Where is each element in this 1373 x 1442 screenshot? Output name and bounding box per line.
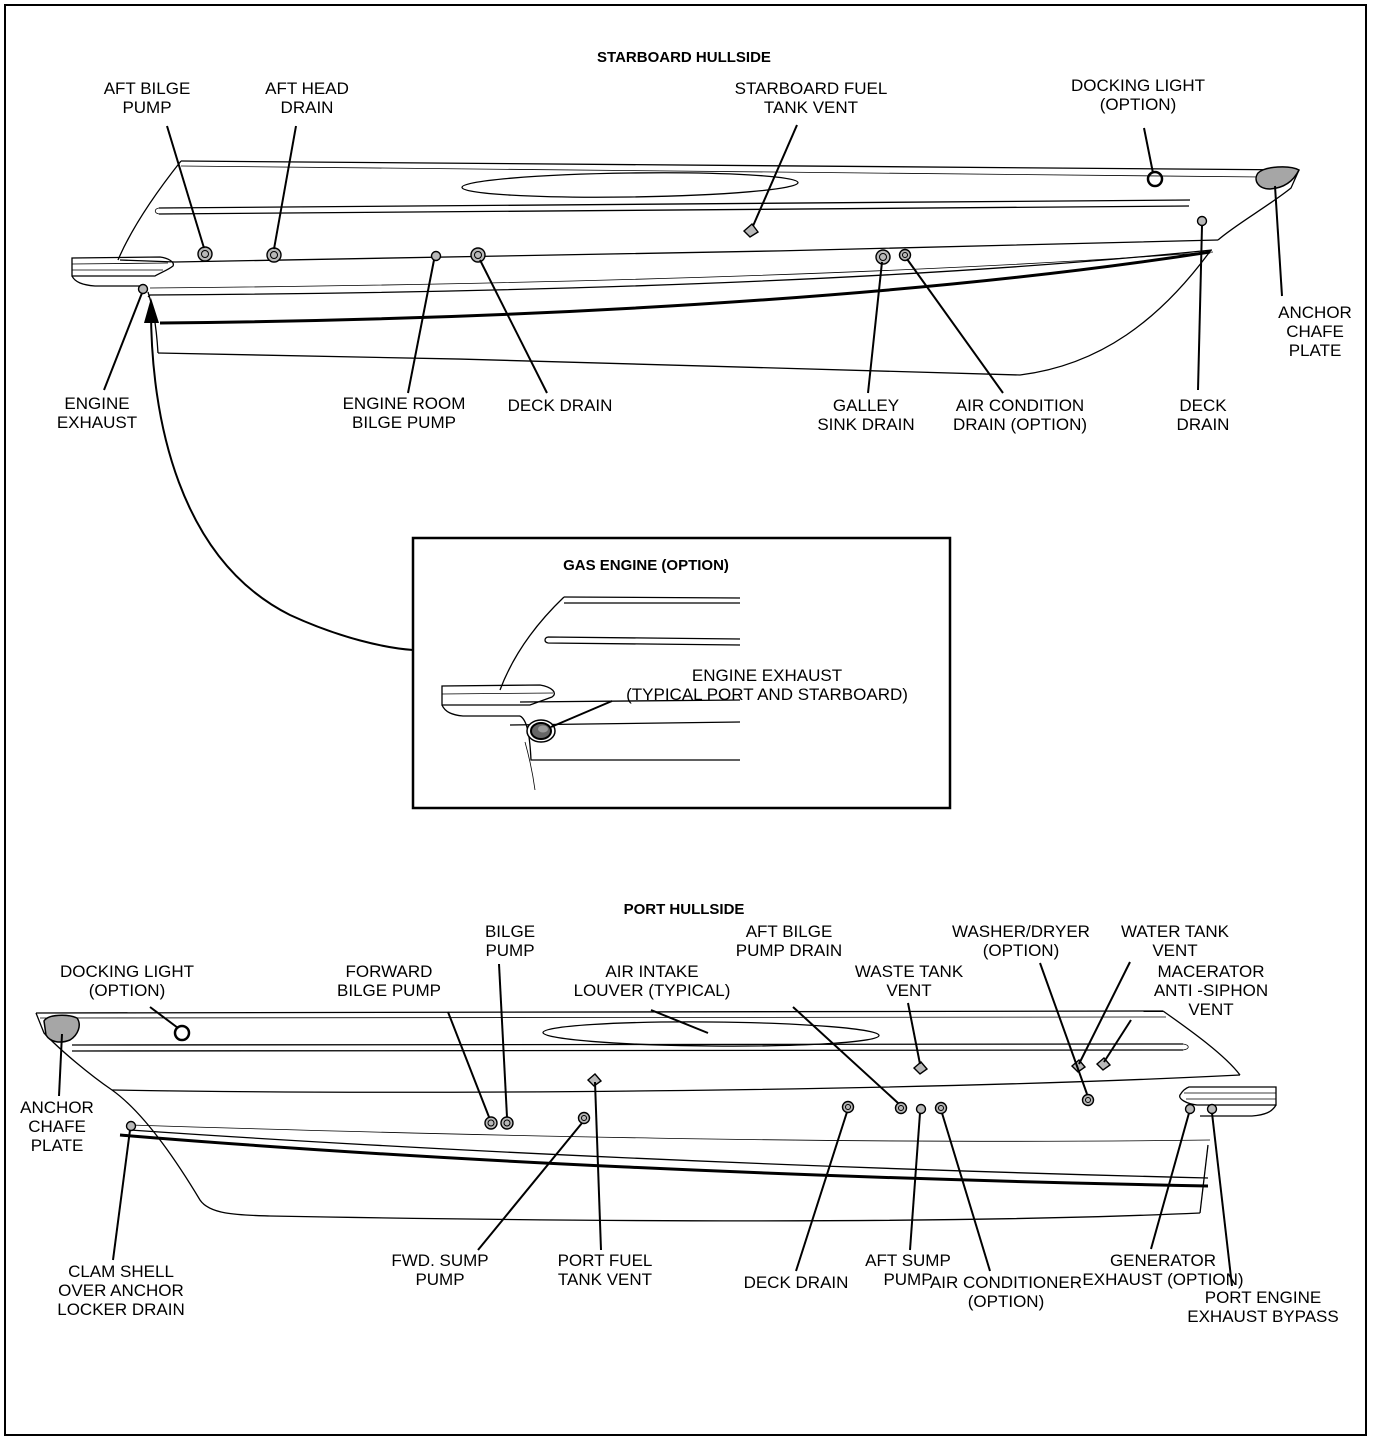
starboard-hull [71,160,1300,376]
port-fittings [43,1014,1218,1132]
starboard-leaders [103,124,1283,394]
port-engine-exhaust-bypass-fitting [1206,1103,1218,1115]
starboard-title: STARBOARD HULLSIDE [597,49,771,66]
connector-arrowhead [144,298,159,323]
deck-drain-port-fitting [841,1100,855,1114]
port-hull [35,1010,1277,1222]
bilge-pump-fitting [500,1116,514,1130]
waste-tank-vent-fitting [912,1061,929,1075]
water-tank-vent-fitting [1070,1059,1087,1073]
port-docking-light-fitting [173,1024,191,1042]
aft-bilge-pump-drain-fitting [894,1101,908,1115]
generator-exhaust-fitting [1184,1103,1196,1115]
starboard-fuel-tank-vent-fitting [742,222,760,238]
macerator-vent-fitting [1095,1057,1112,1071]
starboard-section: STARBOARD HULLSIDE [57,49,1352,434]
engine-exhaust-fitting [137,283,149,295]
label-deck-drain-port: DECK DRAIN [744,1273,849,1292]
starboard-fittings [137,166,1300,295]
inset-engine-exhaust-fitting [526,719,556,743]
port-section: PORT HULLSIDE [20,901,1339,1326]
air-condition-drain-fitting [898,248,912,262]
inset-title: GAS ENGINE (OPTION) [563,557,729,574]
aft-head-drain-fitting [266,247,282,263]
aft-bilge-pump-fitting [197,246,213,262]
label-deck-drain-aft: DECK DRAIN [508,396,613,415]
engine-room-bilge-pump-fitting [430,250,442,262]
port-swim-platform [1179,1086,1277,1117]
docking-light-fitting [1146,170,1164,188]
deck-drain-fwd-fitting [1196,215,1208,227]
port-leaders [58,961,1233,1287]
galley-sink-drain-fitting [875,249,891,265]
washer-dryer-fitting [1081,1093,1095,1107]
clam-shell-drain-fitting [125,1120,137,1132]
aft-sump-pump-fitting [915,1103,927,1115]
fwd-sump-pump-fitting [577,1111,591,1125]
port-anchor-chafe-plate-fitting [43,1014,80,1043]
forward-bilge-pump-fitting [484,1116,498,1130]
label-washer-dryer: WASHER/DRYER(OPTION) [952,922,1090,960]
deck-drain-fitting [470,247,486,263]
inset-leader [550,700,613,728]
label-docking-light-port: DOCKING LIGHT(OPTION) [60,962,194,1000]
label-inset-engine-exhaust: ENGINE EXHAUST(TYPICAL PORT AND STARBOAR… [626,666,908,704]
inset-connector [144,298,414,651]
port-title: PORT HULLSIDE [624,901,745,918]
label-air-conditioner: AIR CONDITIONER(OPTION) [930,1273,1082,1311]
label-docking-light-starboard: DOCKING LIGHT(OPTION) [1071,76,1205,114]
swim-platform [71,256,174,287]
anchor-chafe-plate-fitting [1255,166,1300,190]
port-fuel-tank-vent-fitting [586,1073,603,1087]
air-conditioner-fitting [934,1101,948,1115]
diagram-frame [4,4,1367,1436]
gas-engine-inset: GAS ENGINE (OPTION) ENGINE EXHAUST(TYPIC… [411,536,952,810]
